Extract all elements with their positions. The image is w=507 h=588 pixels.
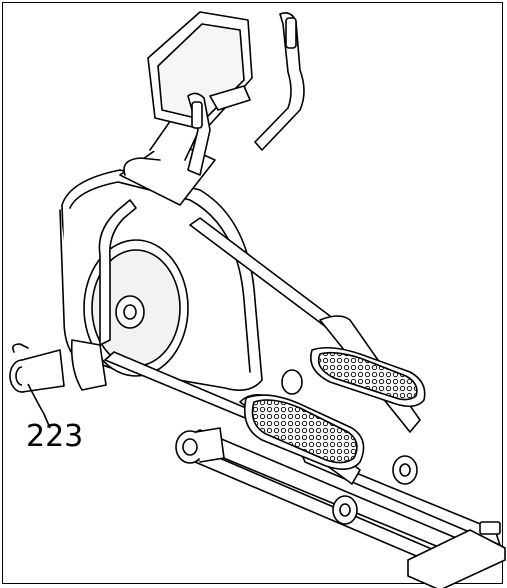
roller-wheel — [392, 455, 418, 485]
callout-leader-223 — [27, 383, 51, 429]
callout-label-223: 223 — [26, 419, 84, 454]
rear-wheel — [175, 427, 225, 464]
roller-wheel — [281, 369, 303, 395]
wheel-knob-left — [9, 343, 65, 393]
roller-wheel — [332, 495, 358, 525]
lower-arm-left — [70, 199, 137, 391]
pedal-left — [243, 394, 365, 470]
moving-arm-right — [254, 12, 305, 151]
moving-arm-left — [187, 92, 211, 176]
front-end-cap — [407, 521, 506, 588]
figure-frame — [2, 2, 503, 584]
pedal-right — [310, 346, 426, 408]
console-display — [147, 11, 253, 131]
